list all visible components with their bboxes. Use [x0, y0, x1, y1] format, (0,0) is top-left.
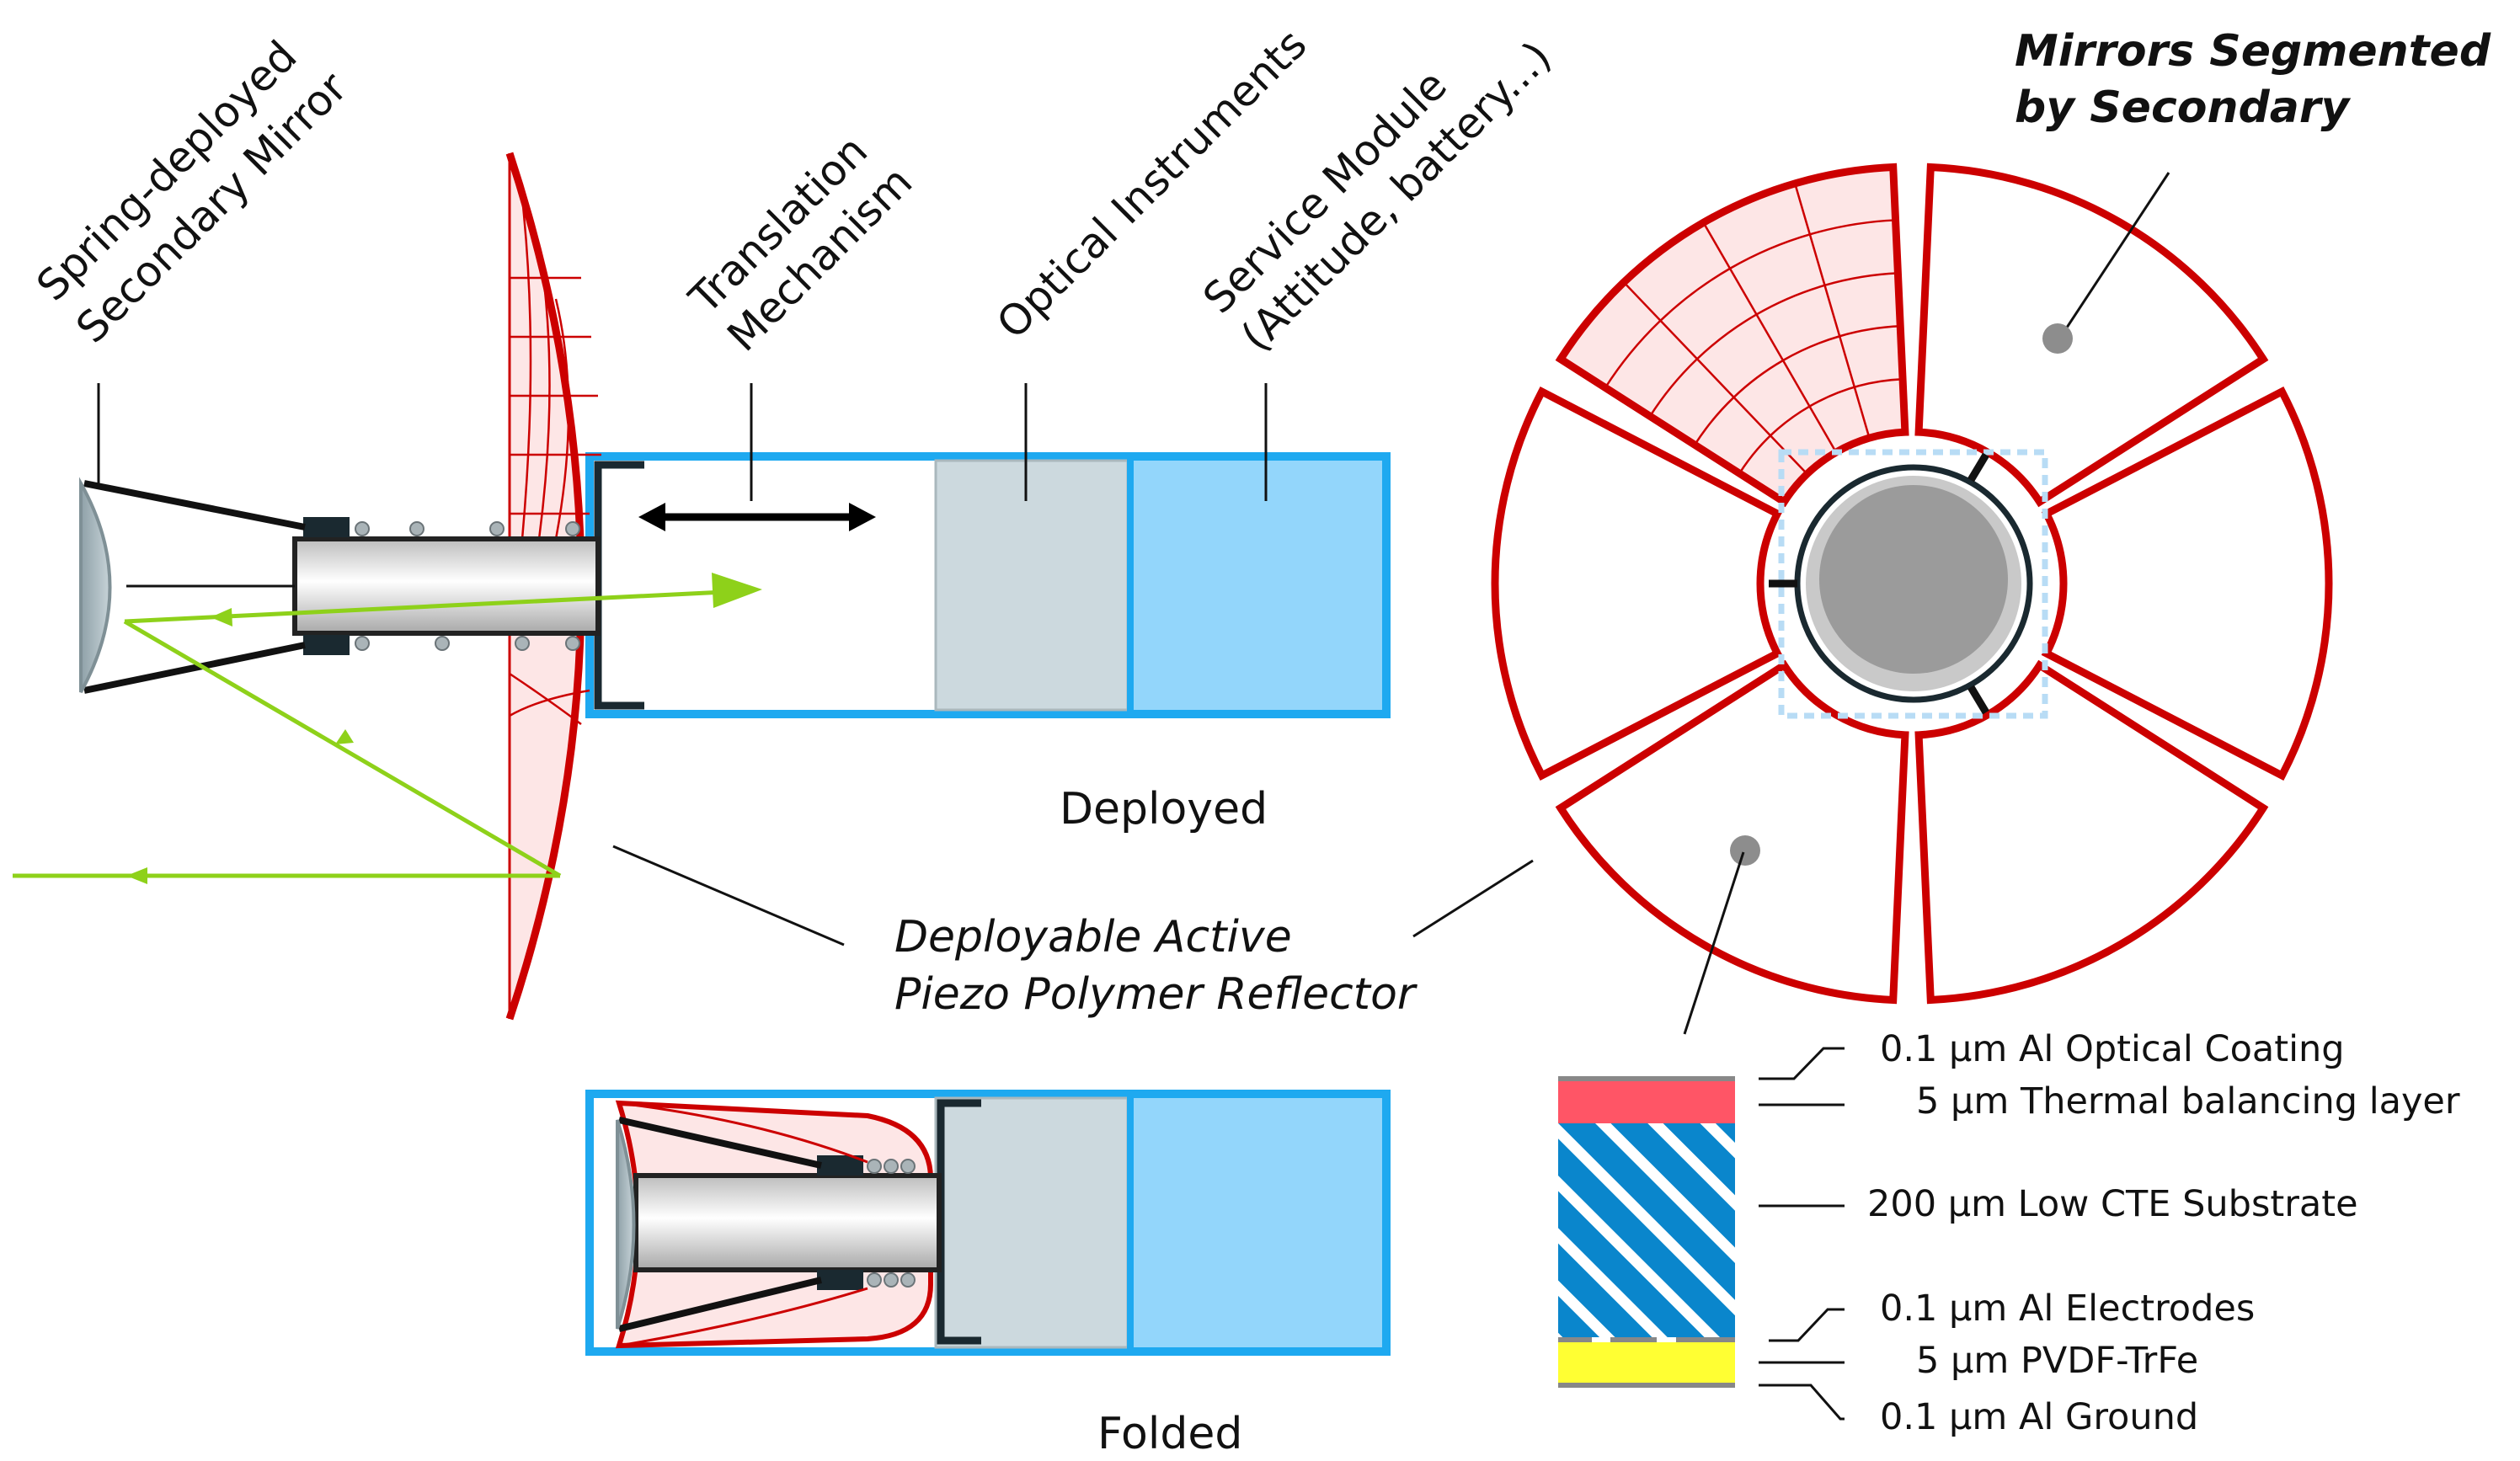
label-segmented-line1: Mirrors Segmented	[2015, 26, 2491, 77]
deployable-boom	[292, 536, 601, 636]
light-rays	[13, 573, 762, 884]
secondary-mirror-front	[1769, 449, 2048, 719]
mirror-segment	[1555, 163, 1909, 508]
deployed-assembly	[13, 152, 1391, 1021]
service-module-block	[1132, 461, 1382, 710]
mirror-segment	[1491, 386, 1783, 781]
caption-folded: Folded	[1097, 1409, 1242, 1459]
mirror-segment	[2041, 386, 2333, 781]
layer-label-thermal: 5 μm Thermal balancing layer	[1916, 1080, 2460, 1122]
secondary-mirror	[79, 477, 112, 693]
segment-grid-radial	[1623, 281, 1808, 475]
folded-assembly	[585, 1090, 1391, 1356]
layer-stack	[1558, 1076, 1735, 1388]
segment-grid-radial	[1793, 183, 1871, 439]
label-secondary-mirror: Spring-deployed Secondary Mirror	[27, 31, 356, 352]
optical-instruments-block	[934, 459, 1129, 712]
label-segmented-line2: by Secondary	[2015, 83, 2351, 133]
layer-leaders	[1759, 1047, 1845, 1421]
layer-label-substrate: 200 μm Low CTE Substrate	[1867, 1183, 2358, 1225]
boom-rollers	[355, 521, 580, 651]
mirror-segment	[1914, 163, 2269, 508]
layer-label-ground: 0.1 μm Al Ground	[1880, 1396, 2198, 1438]
mirror-segment	[1914, 659, 2269, 1005]
leader-lines-top	[97, 383, 1534, 946]
layer-label-pvdf: 5 μm PVDF-TrFe	[1916, 1340, 2198, 1382]
secondary-struts	[83, 480, 306, 694]
label-reflector-line1: Deployable Active	[894, 912, 1292, 962]
layer-label-coating: 0.1 μm Al Optical Coating	[1880, 1028, 2345, 1070]
segment-grid-radial	[1702, 221, 1838, 453]
label-reflector-line2: Piezo Polymer Reflector	[894, 969, 1418, 1020]
label-translation-mechanism: Translation Mechanism	[680, 126, 922, 361]
segmented-mirror-front	[1491, 163, 2333, 1005]
layer-label-electrodes: 0.1 μm Al Electrodes	[1880, 1288, 2255, 1330]
caption-deployed: Deployed	[1060, 784, 1268, 834]
mirror-segment	[1555, 659, 1909, 1005]
